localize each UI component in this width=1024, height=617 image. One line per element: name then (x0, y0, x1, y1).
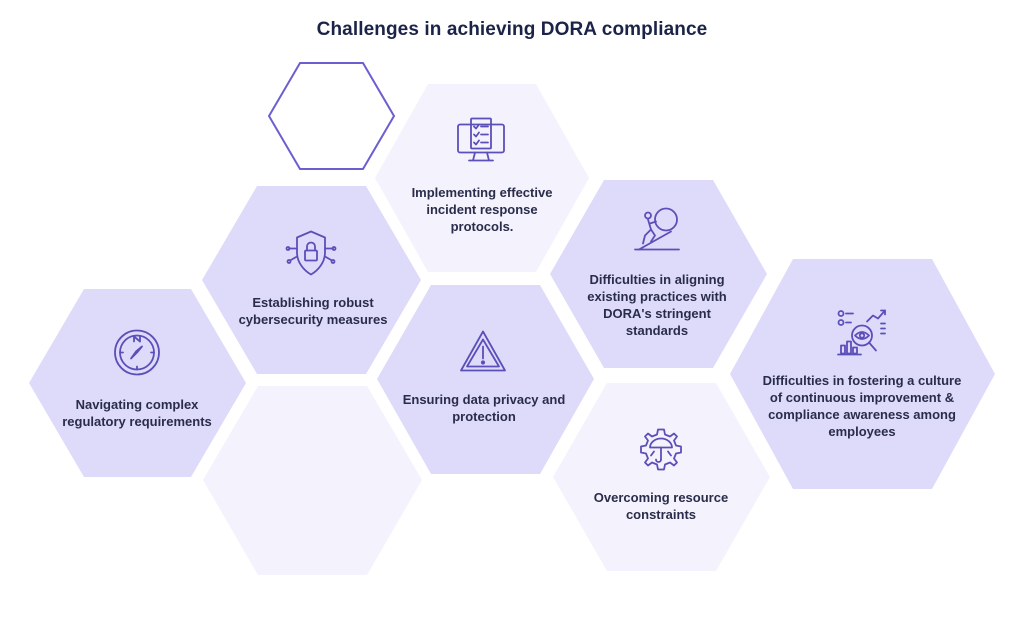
hexagon-cybersecurity (202, 186, 421, 374)
hexagon-aligning-practices (550, 180, 767, 368)
hexagon-resource-constraints (553, 383, 770, 571)
label-navigating: Navigating complex regulatory requiremen… (62, 397, 212, 429)
compass-icon (112, 328, 162, 383)
label-incident-response: Implementing effective incident response… (411, 185, 553, 234)
monitor-checklist-icon (455, 117, 507, 170)
shield-lock-icon (285, 229, 337, 284)
label-culture: Difficulties in fostering a culture of c… (762, 373, 962, 439)
empty-hexagon (203, 386, 422, 575)
label-aligning-practices: Difficulties in aligning existing practi… (587, 272, 727, 338)
data-analysis-icon (835, 308, 889, 363)
hexagon-culture (730, 259, 995, 489)
push-boulder-icon (631, 206, 683, 259)
diagram-title: Challenges in achieving DORA compliance (316, 19, 708, 40)
outline-hexagon (267, 62, 396, 170)
label-resource-constraints: Overcoming resource constraints (593, 490, 729, 522)
gear-umbrella-icon (637, 426, 685, 479)
label-data-privacy: Ensuring data privacy and protection (402, 392, 566, 424)
hexagon-incident-response (375, 84, 589, 272)
warning-triangle-icon (458, 329, 508, 380)
label-cybersecurity: Establishing robust cybersecurity measur… (238, 295, 388, 327)
hexagon-data-privacy (377, 285, 594, 474)
hexagon-navigating (29, 289, 246, 477)
